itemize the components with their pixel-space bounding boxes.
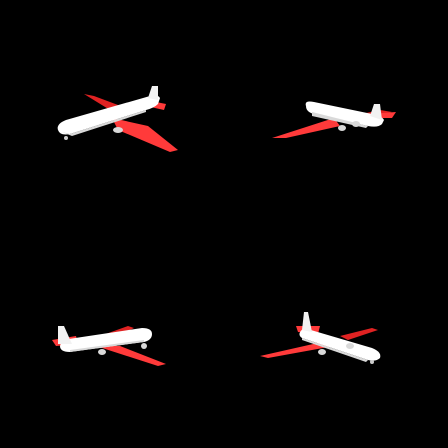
engine	[318, 349, 326, 355]
fuselage	[299, 328, 381, 361]
airplane-render-top-right	[272, 101, 396, 138]
engine	[141, 343, 147, 349]
near-wing	[260, 342, 334, 358]
fuselage	[57, 95, 160, 135]
near-wing	[112, 118, 178, 152]
fuselage-shade	[312, 112, 368, 128]
near-wing	[272, 118, 340, 138]
near-wing	[96, 346, 166, 366]
engine	[113, 127, 123, 133]
airplane-render-bottom-left	[52, 326, 166, 366]
fuselage	[60, 328, 152, 352]
vertical-tail	[58, 326, 72, 344]
fuselage-shade	[302, 338, 368, 362]
far-wing	[340, 328, 378, 340]
nose-gear	[370, 360, 374, 364]
airplane-render-bottom-right	[260, 312, 381, 364]
vertical-tail	[302, 312, 312, 332]
engine	[338, 125, 346, 131]
airplane-render-top-left	[57, 86, 178, 152]
vertical-tail	[370, 104, 382, 120]
engine	[98, 349, 106, 355]
fuselage	[305, 101, 384, 127]
fuselage-shade	[70, 340, 144, 352]
vertical-tail	[148, 86, 158, 100]
nose-gear	[64, 136, 68, 140]
engine	[346, 343, 354, 349]
